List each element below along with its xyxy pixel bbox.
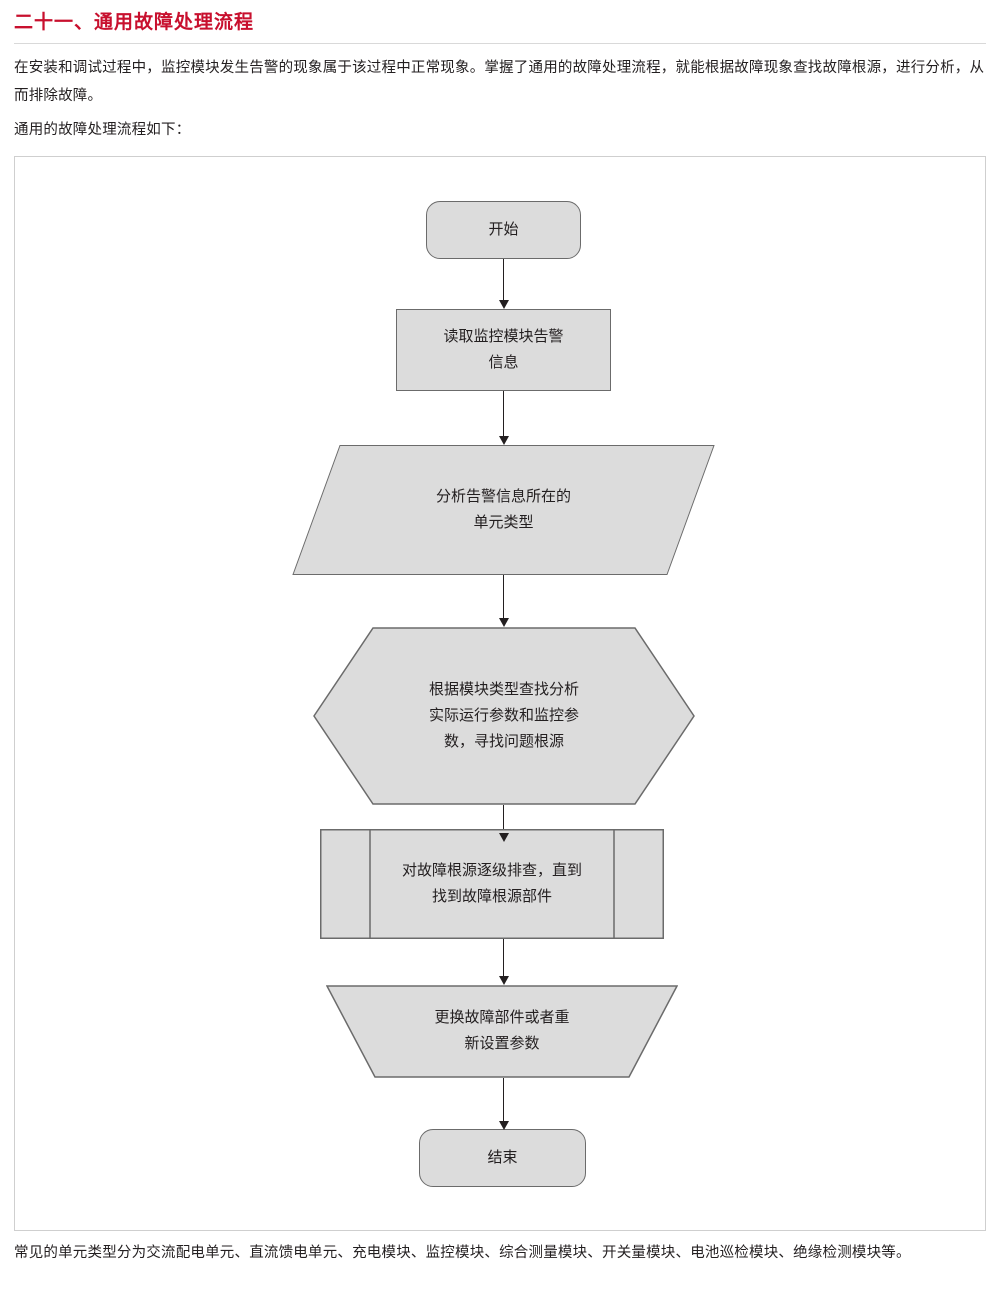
intro-paragraph-1: 在安装和调试过程中，监控模块发生告警的现象属于该过程中正常现象。掌握了通用的故障… — [14, 59, 985, 104]
predefined-process-shape — [320, 828, 664, 939]
flow-node-read-alarm: 读取监控模块告警 信息 — [396, 308, 611, 391]
hexagon-shape — [313, 626, 695, 805]
footer-paragraph: 常见的单元类型分为交流配电单元、直流馈电单元、充电模块、监控模块、综合测量模块、… — [14, 1244, 911, 1261]
page-title: 二十一、通用故障处理流程 — [14, 12, 255, 33]
document-page: 二十一、通用故障处理流程 在安装和调试过程中，监控模块发生告警的现象属于该过程中… — [0, 10, 1000, 1315]
flow-node-analyze-unit-label: 分析告警信息所在的 单元类型 — [435, 487, 571, 531]
flow-node-replace-part-label: 更换故障部件或者重 新设置参数 — [434, 1009, 570, 1053]
connector-read-to-analyze — [503, 390, 504, 441]
flow-node-end-label: 结束 — [487, 1148, 518, 1166]
flow-node-start-label: 开始 — [488, 220, 519, 238]
flow-node-replace-part: 更换故障部件或者重 新设置参数 — [326, 984, 678, 1078]
flow-node-read-alarm-label: 读取监控模块告警 信息 — [443, 327, 564, 371]
flow-node-troubleshoot: 对故障根源逐级排查，直到 找到故障根源部件 — [320, 828, 664, 939]
intro-paragraph-2: 通用的故障处理流程如下： — [14, 121, 191, 138]
arrow-trouble-to-replace — [499, 975, 509, 985]
title-divider — [14, 42, 986, 44]
connector-analyze-to-find — [503, 574, 504, 623]
flowchart-frame: 开始 读取监控模块告警 信息 分析告警信息所在的 单元类型 — [14, 155, 986, 1231]
arrow-read-to-analyze — [499, 435, 509, 445]
connector-start-to-read — [503, 258, 504, 305]
flowchart-canvas: 开始 读取监控模块告警 信息 分析告警信息所在的 单元类型 — [15, 157, 985, 1230]
arrow-find-to-trouble — [499, 832, 509, 842]
connector-trouble-to-replace — [503, 938, 504, 981]
flow-node-find-root-label: 根据模块类型查找分析 实际运行参数和监控参 数，寻找问题根源 — [428, 680, 579, 750]
arrow-analyze-to-find — [499, 617, 509, 627]
connector-find-to-trouble — [503, 804, 504, 838]
arrow-start-to-read — [499, 299, 509, 309]
connector-replace-to-end — [503, 1077, 504, 1126]
flow-node-troubleshoot-label: 对故障根源逐级排查，直到 找到故障根源部件 — [401, 861, 582, 905]
arrow-replace-to-end — [499, 1120, 509, 1130]
trapezoid-shape — [326, 984, 678, 1078]
flow-node-end: 结束 — [419, 1128, 586, 1187]
flow-node-analyze-unit: 分析告警信息所在的 单元类型 — [292, 444, 715, 575]
flow-node-start: 开始 — [426, 200, 581, 259]
flow-node-find-root: 根据模块类型查找分析 实际运行参数和监控参 数，寻找问题根源 — [313, 626, 695, 805]
